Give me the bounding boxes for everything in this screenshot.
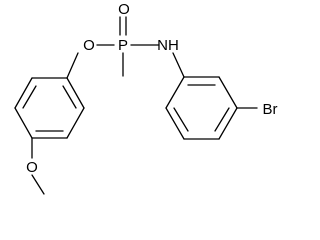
phosphoryl-oxygen-label: O [118, 1, 130, 18]
ring1-bond-2 [66, 107, 85, 139]
ring1-inner-bond-3 [22, 85, 37, 109]
phosphorus-label: P [118, 37, 128, 54]
molecule-structure: O O P NH Br O [14, 1, 278, 195]
atom-labels: O O P NH Br O [26, 1, 277, 176]
bond-o-aryl [66, 52, 79, 79]
ring2-bond-5 [165, 107, 185, 140]
ring2-bond-6 [165, 76, 185, 109]
bromine-label: Br [263, 101, 278, 118]
bond-nh-aryl [172, 52, 185, 78]
ring2-inner-bond-3 [173, 107, 189, 132]
ring1-inner-bond-1 [62, 85, 77, 109]
ring2-bond-3 [218, 107, 238, 140]
ester-oxygen-label: O [83, 37, 95, 54]
ring1-bond-5 [14, 77, 33, 109]
bonds [14, 16, 258, 195]
ring1-bond-1 [66, 77, 85, 109]
amine-label: NH [157, 37, 179, 54]
ring1-bond-4 [14, 107, 33, 139]
methoxy-oxygen-label: O [26, 159, 38, 176]
ring2-bond-2 [218, 76, 238, 109]
ring2-inner-bond-2 [214, 107, 230, 132]
bond-o-methyl [31, 174, 45, 195]
